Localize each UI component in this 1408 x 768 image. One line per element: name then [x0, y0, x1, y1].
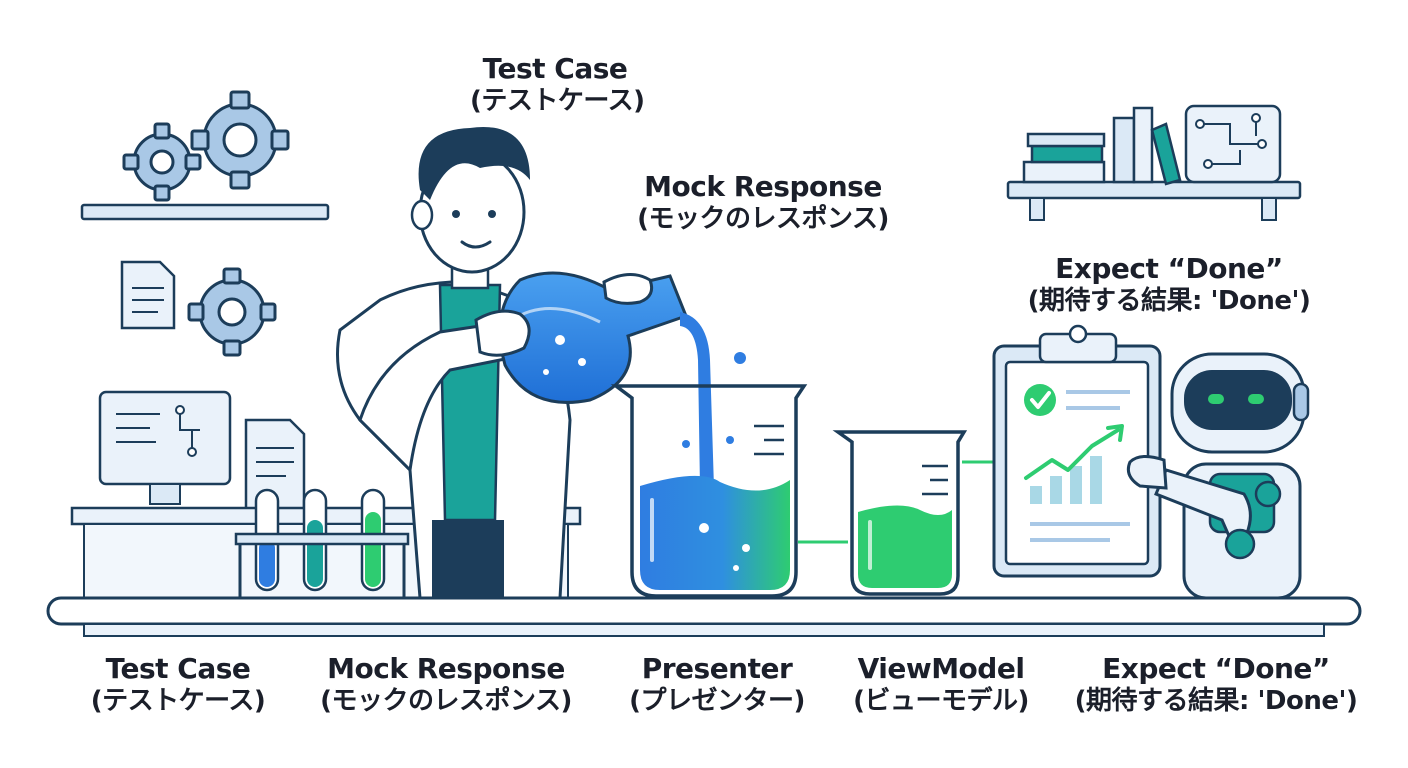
- bench-label-title: Mock Response: [327, 652, 565, 685]
- robot-icon: [1126, 352, 1310, 600]
- droplet: [682, 440, 690, 448]
- hand-icon: [602, 273, 654, 305]
- bench-label-subtitle: (プレゼンター): [629, 686, 805, 717]
- circuit-icon: [1184, 104, 1282, 184]
- droplet: [726, 436, 734, 444]
- book-icon: [1022, 106, 1182, 186]
- bench-label-viewmodel: ViewModel (ビューモデル): [836, 652, 1046, 718]
- check-icon: [1024, 384, 1056, 416]
- bench-label-subtitle: (モックのレスポンス): [320, 686, 572, 717]
- callout-title: Test Case: [482, 52, 628, 85]
- callout-mock-response: Mock Response (モックのレスポンス): [610, 170, 916, 236]
- clipboard-icon: [992, 324, 1162, 578]
- callout-expect-done: Expect “Done” (期待する結果: 'Done'): [1004, 252, 1334, 318]
- bench-label-test-case: Test Case (テストケース): [68, 652, 288, 718]
- bench-label-subtitle: (期待する結果: 'Done'): [1074, 686, 1358, 717]
- gear-icon: [190, 90, 290, 190]
- bench-label-subtitle: (テストケース): [90, 686, 266, 717]
- gear-icon: [187, 267, 277, 357]
- callout-title: Mock Response: [644, 170, 882, 203]
- pour-stream: [680, 312, 714, 488]
- beaker-icon: [610, 384, 808, 598]
- bench-label-title: Expect “Done”: [1102, 652, 1330, 685]
- callout-subtitle: (期待する結果: 'Done'): [1027, 286, 1311, 317]
- bench-label-title: Presenter: [641, 652, 793, 685]
- monitor-icon: [98, 390, 232, 505]
- callout-test-case: Test Case (テストケース): [470, 52, 645, 118]
- callout-subtitle: (テストケース): [470, 86, 645, 117]
- bench-label-mock-response: Mock Response (モックのレスポンス): [296, 652, 596, 718]
- bench-label-title: Test Case: [105, 652, 251, 685]
- bench-label-title: ViewModel: [857, 652, 1025, 685]
- callout-subtitle: (モックのレスポンス): [637, 204, 889, 235]
- gear-icon: [122, 122, 202, 202]
- bench-label-expect-done: Expect “Done” (期待する結果: 'Done'): [1054, 652, 1378, 718]
- gear-shelf: [80, 203, 330, 221]
- book-shelf: [1006, 180, 1302, 221]
- lab-bench: [46, 596, 1362, 637]
- callout-title: Expect “Done”: [1055, 252, 1283, 285]
- bench-label-presenter: Presenter (プレゼンター): [608, 652, 826, 718]
- beaker-icon: [832, 430, 968, 596]
- document-icon: [244, 418, 306, 512]
- hand-icon: [474, 309, 531, 357]
- test-tube-icon: [234, 488, 410, 598]
- droplet: [734, 352, 746, 364]
- bench-label-subtitle: (ビューモデル): [853, 686, 1029, 717]
- document-icon: [120, 260, 176, 330]
